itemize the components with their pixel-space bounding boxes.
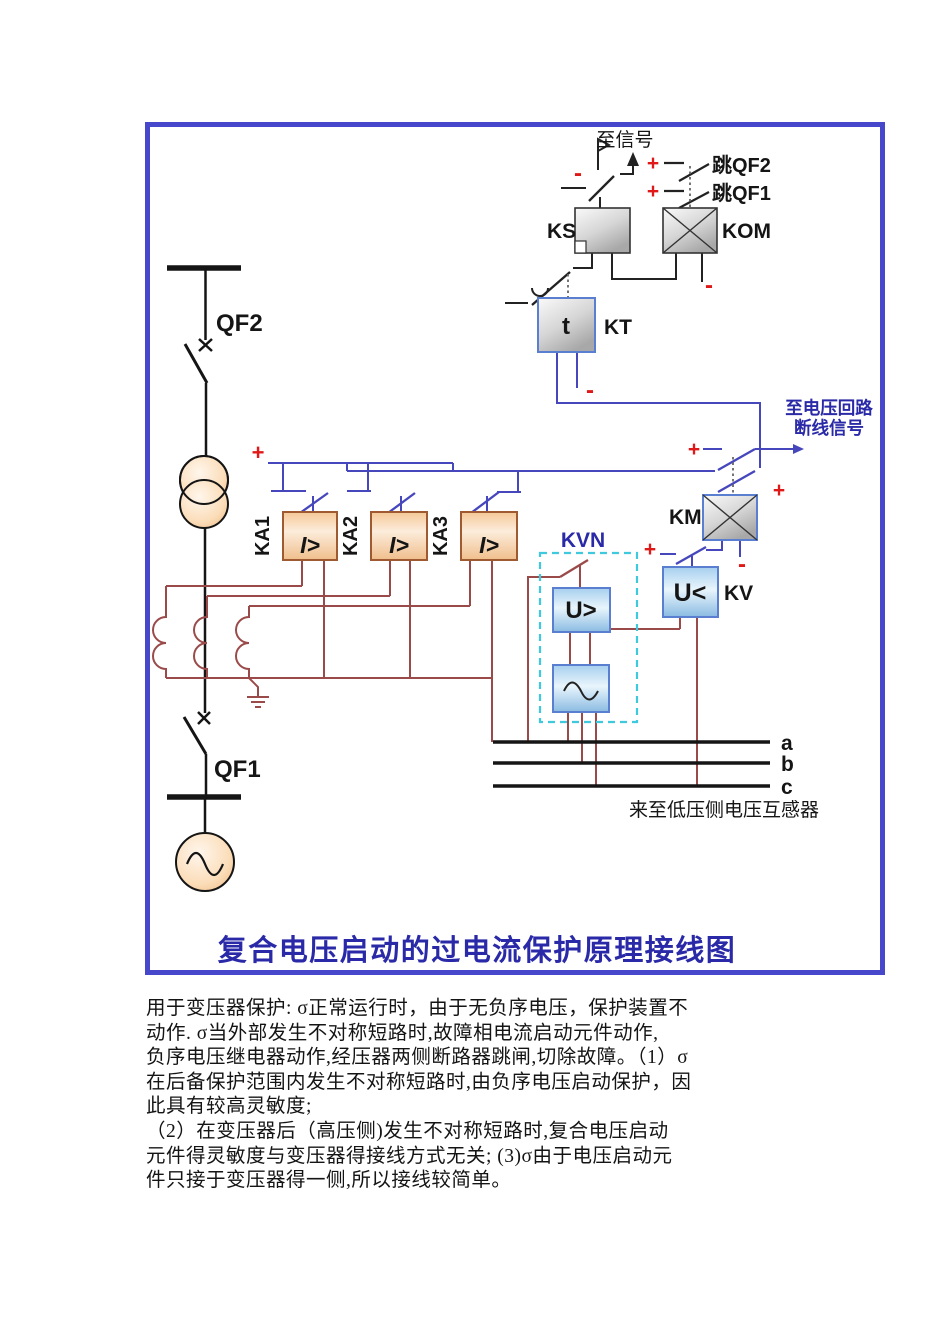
kvn-dashed-box [538, 551, 639, 724]
plus-mark: + [688, 438, 700, 461]
voltage-loop-label-line1: 至电压回路 [785, 398, 873, 418]
description-line: 动作. σ当外部发生不对称短路时,故障相电流启动元件动作, [146, 1022, 659, 1044]
kv-label: KV [724, 582, 753, 605]
diagram-title: 复合电压启动的过电流保护原理接线图 [218, 933, 737, 967]
ka1-relay-box [282, 511, 338, 561]
ka3-overcurrent-symbol: I> [479, 532, 499, 558]
ka2-relay-box [370, 511, 428, 561]
plus-mark: + [773, 479, 785, 502]
description-text: 用于变压器保护: σ正常运行时，由于无负序电压，保护装置不 动作. σ当外部发生… [146, 997, 846, 1194]
description-line: 件只接于变压器得一侧,所以接线较简单。 [146, 1170, 512, 1192]
to-signal-arrowhead [627, 152, 639, 166]
trip-qf1-label: 跳QF1 [712, 181, 771, 205]
plus-mark: + [647, 152, 659, 175]
kt-label: KT [604, 316, 632, 339]
kvn-label: KVN [561, 529, 605, 552]
to-signal-label: 至信号 [596, 129, 653, 151]
ka2-overcurrent-symbol: I> [389, 532, 409, 558]
description-line: 元件得灵敏度与变压器得接线方式无关; (3)σ由于电压启动元 [146, 1145, 673, 1167]
filter-box [552, 664, 610, 713]
ks-relay-notch [574, 240, 587, 254]
plus-mark: + [252, 440, 265, 465]
ct-secondary-wiring [152, 559, 698, 786]
primary-circuit [167, 265, 241, 833]
voltage-loop-label-line2: 断线信号 [794, 418, 864, 438]
description-line: 在后备保护范围内发生不对称短路时,由负序电压启动保护，因 [146, 1071, 692, 1093]
generator-symbol [175, 832, 235, 892]
minus-mark: - [586, 377, 594, 404]
wiring-diagram: QF2 QF1 KS KOM KT KM KV a b c KVN t U< U… [145, 122, 885, 975]
kv-relay-box [662, 566, 719, 618]
ka1-overcurrent-symbol: I> [300, 532, 320, 558]
ka3-label: KA3 [430, 516, 452, 556]
mechanical-links [567, 166, 734, 495]
kt-relay-box [537, 297, 596, 353]
ka2-label: KA2 [340, 516, 362, 556]
km-relay-box [702, 494, 758, 541]
description-line: 用于变压器保护: σ正常运行时，由于无负序电压，保护装置不 [146, 998, 689, 1019]
sine-wave-icon [563, 681, 599, 701]
qf1-label: QF1 [214, 756, 261, 783]
ka1-label: KA1 [252, 516, 274, 556]
overvoltage-relay-box [552, 587, 611, 633]
control-wiring [268, 352, 793, 567]
trip-qf2-label: 跳QF2 [712, 153, 771, 177]
ks-label: KS [547, 220, 576, 243]
from-lv-pt-label: 来至低压侧电压互感器 [629, 799, 819, 821]
description-line: 此具有较高灵敏度; [146, 1096, 312, 1118]
undervoltage-symbol: U< [674, 579, 707, 607]
phase-b-label: b [781, 753, 794, 776]
lv-buses [493, 740, 770, 788]
overvoltage-symbol: U> [565, 597, 596, 624]
timer-symbol: t [562, 313, 570, 340]
plus-mark: + [647, 180, 659, 203]
kom-relay-box [662, 207, 718, 254]
description-line: （2）在变压器后（高压侧)发生不对称短路时,复合电压启动 [146, 1120, 669, 1142]
phase-a-label: a [781, 732, 793, 755]
phase-c-label: c [781, 776, 793, 799]
ka3-relay-box [460, 511, 518, 561]
minus-mark: - [574, 160, 582, 187]
plus-mark: + [644, 538, 656, 561]
kom-label: KOM [722, 220, 771, 243]
transformer-symbol [179, 455, 229, 529]
voltage-loop-arrowhead [793, 444, 804, 454]
km-label: KM [669, 506, 702, 529]
minus-mark: - [738, 551, 746, 578]
minus-mark: - [705, 272, 713, 299]
description-line: 负序电压继电器动作,经压器两侧断路器跳闸,切除故障。（1）σ [146, 1047, 689, 1069]
qf2-label: QF2 [216, 310, 263, 337]
